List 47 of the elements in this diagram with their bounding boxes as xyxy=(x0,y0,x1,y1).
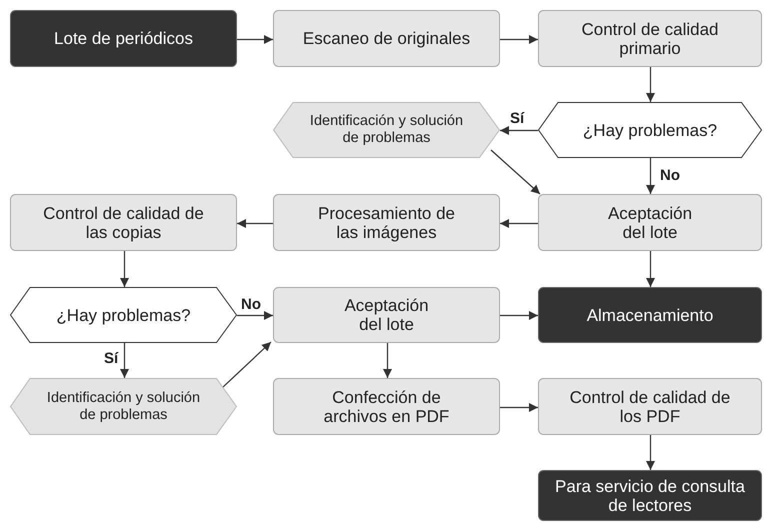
step-label: Aceptación del lote xyxy=(606,204,694,242)
step-label: Identificación y solución de problemas xyxy=(308,113,464,147)
arrow xyxy=(500,35,538,44)
step-label: Control de calidad de las copias xyxy=(42,204,205,242)
process-box xyxy=(273,287,500,343)
step-label: Aceptación del lote xyxy=(343,296,430,334)
step-label: Procesamiento de las imágenes xyxy=(316,204,456,242)
terminal-box xyxy=(538,287,762,343)
terminal-box xyxy=(538,470,762,521)
arrow xyxy=(646,67,655,102)
step-label: Control de calidad primario xyxy=(580,20,720,58)
step-label: Para servicio de consulta de lectores xyxy=(554,476,746,514)
step-label: Confección de archivos en PDF xyxy=(322,388,450,426)
arrow xyxy=(383,343,392,378)
arrow xyxy=(237,219,273,228)
problem-hexagon xyxy=(273,102,500,158)
process-box xyxy=(538,378,762,435)
arrow xyxy=(237,311,273,320)
arrow xyxy=(500,311,538,320)
process-box xyxy=(538,10,762,67)
arrow xyxy=(646,435,655,470)
arrow xyxy=(222,342,272,388)
arrow xyxy=(646,158,655,194)
step-label: Lote de periódicos xyxy=(54,29,193,48)
step-label: Escaneo de originales xyxy=(302,29,470,48)
step-label: Almacenamiento xyxy=(586,306,714,324)
problem-hexagon xyxy=(10,378,237,435)
arrow xyxy=(237,35,273,44)
decision-hexagon xyxy=(10,287,237,343)
arrow xyxy=(490,150,540,194)
step-label: ¿Hay problemas? xyxy=(582,120,718,140)
process-box xyxy=(273,10,500,67)
arrow xyxy=(500,403,538,412)
step-label: Identificación y solución de problemas xyxy=(46,390,202,424)
arrow xyxy=(500,126,538,135)
process-box xyxy=(538,194,762,251)
process-box xyxy=(10,194,237,251)
arrow xyxy=(646,251,655,287)
arrow xyxy=(120,251,129,287)
process-box xyxy=(273,194,500,251)
decision-hexagon xyxy=(538,102,762,158)
step-label: Control de calidad de los PDF xyxy=(568,388,732,426)
terminal-box xyxy=(10,10,237,67)
step-label: ¿Hay problemas? xyxy=(56,306,191,324)
process-box xyxy=(273,378,500,435)
arrow xyxy=(120,343,129,378)
arrow xyxy=(500,219,538,228)
